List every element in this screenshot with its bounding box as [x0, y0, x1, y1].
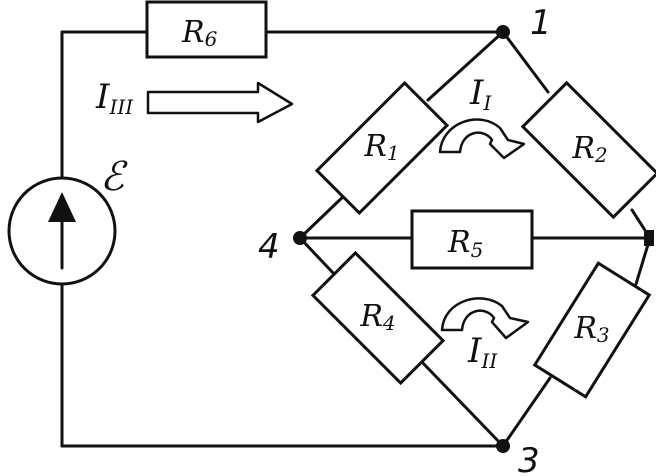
svg-text:IIII: IIII — [95, 77, 134, 119]
clockwise-arrow-icon — [438, 118, 526, 160]
svg-text:R6: R6 — [181, 15, 218, 51]
resistor-r2: R2 — [520, 80, 656, 220]
svg-text:R1: R1 — [363, 129, 399, 165]
clockwise-arrow-icon — [440, 297, 530, 340]
node-1: 1 — [496, 3, 552, 43]
source-arrow-icon — [48, 192, 76, 222]
current-ii-indicator: III — [440, 297, 530, 373]
resistor-r1: R1 — [314, 80, 450, 216]
resistor-r4: R4 — [310, 250, 446, 386]
current-i-indicator: II — [438, 73, 526, 160]
node-2-junction — [644, 230, 654, 246]
svg-text:R4: R4 — [359, 299, 395, 335]
outer-wires — [60, 30, 505, 448]
emf-source — [7, 176, 117, 286]
svg-text:R2: R2 — [571, 131, 607, 167]
current-iii-indicator: IIII — [95, 77, 294, 124]
resistor-r5: R5 — [410, 209, 534, 270]
node-3: 3 — [496, 439, 540, 476]
svg-text:R3: R3 — [573, 311, 609, 347]
svg-text:II: II — [469, 73, 492, 115]
resistor-r6: R6 — [145, 0, 268, 59]
resistor-r3: R3 — [532, 261, 652, 399]
svg-text:R5: R5 — [447, 225, 483, 262]
svg-text:3: 3 — [518, 441, 540, 476]
emf-label: ℰ — [100, 154, 128, 200]
right-arrow-icon — [146, 81, 294, 124]
bridge-wires — [298, 30, 652, 448]
svg-text:III: III — [467, 331, 498, 373]
svg-text:4: 4 — [258, 227, 280, 267]
node-4: 4 — [258, 227, 307, 267]
svg-text:1: 1 — [530, 3, 552, 43]
